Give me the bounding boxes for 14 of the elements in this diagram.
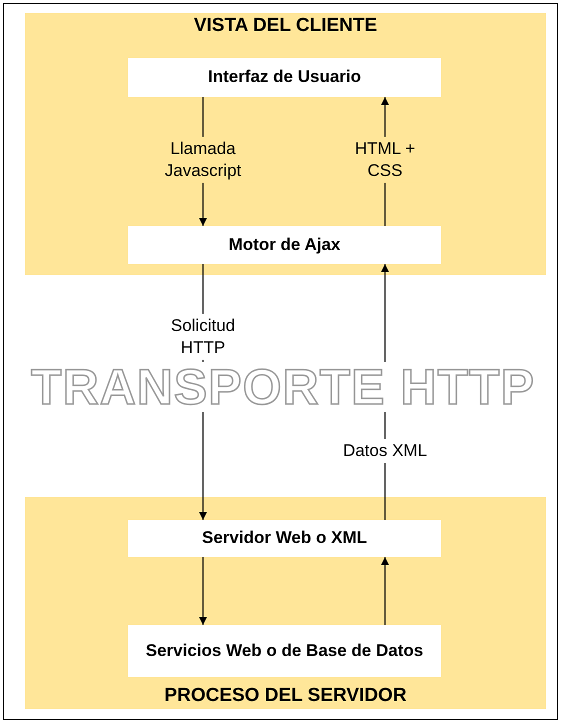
- region-title: PROCESO DEL SERVIDOR: [163, 685, 408, 707]
- process-box: [128, 625, 441, 677]
- process-box: [128, 520, 441, 557]
- process-box: [128, 226, 441, 264]
- box-label: Interfaz de Usuario: [208, 66, 362, 88]
- box-label: Servidor Web o XML: [202, 527, 367, 550]
- process-box: [128, 58, 441, 97]
- arrow: [199, 557, 207, 625]
- region-panel: [25, 497, 546, 709]
- region-title: VISTA DEL CLIENTE: [192, 15, 378, 37]
- arrow: [381, 557, 389, 625]
- box-label: Servicios Web o de Base de Datos: [146, 640, 424, 662]
- box-label: Motor de Ajax: [228, 234, 340, 256]
- region-panel: [25, 13, 546, 275]
